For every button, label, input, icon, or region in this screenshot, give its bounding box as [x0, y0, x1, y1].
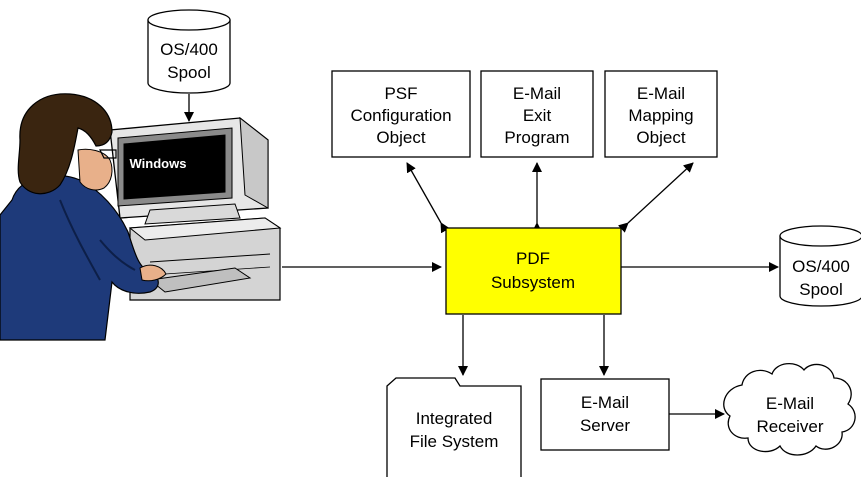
email-receiver-cloud: E-Mail Receiver — [723, 363, 856, 456]
receiver-line1: E-Mail — [766, 394, 814, 413]
mapping-line3: Object — [636, 128, 685, 147]
spool-right-line2: Spool — [799, 280, 842, 299]
server-line1: E-Mail — [581, 393, 629, 412]
exit-line3: Program — [504, 128, 569, 147]
server-line2: Server — [580, 416, 630, 435]
email-mapping-object-box: E-Mail Mapping Object — [604, 70, 718, 158]
mapping-line2: Mapping — [628, 106, 693, 125]
receiver-line2: Receiver — [756, 417, 823, 436]
psf-line3: Object — [376, 128, 425, 147]
spool-top-line1: OS/400 — [160, 40, 218, 59]
psf-line1: PSF — [384, 84, 417, 103]
psf-line2: Configuration — [350, 106, 451, 125]
arrow-mapping-pdf — [617, 162, 694, 233]
pdf-line2: Subsystem — [491, 273, 575, 292]
email-exit-program-box: E-Mail Exit Program — [480, 70, 594, 158]
exit-line1: E-Mail — [513, 84, 561, 103]
pdf-subsystem-box: PDF Subsystem — [445, 227, 622, 315]
integrated-file-system-folder: Integrated File System — [386, 377, 522, 477]
screen-windows-label: Windows — [130, 156, 187, 171]
spool-top-line2: Spool — [167, 63, 210, 82]
os400-spool-top: OS/400 Spool — [147, 9, 231, 94]
arrow-psf-pdf — [406, 162, 450, 234]
exit-line2: Exit — [523, 106, 552, 125]
spool-right-line1: OS/400 — [792, 257, 850, 276]
user-workstation-illustration: Windows — [0, 93, 282, 341]
ifs-line1: Integrated — [416, 409, 493, 428]
pdf-line1: PDF — [516, 249, 550, 268]
mapping-line1: E-Mail — [637, 84, 685, 103]
os400-spool-right: OS/400 Spool — [779, 225, 861, 307]
psf-configuration-object-box: PSF Configuration Object — [331, 70, 471, 158]
ifs-line2: File System — [410, 432, 499, 451]
pdf-subsystem-rect — [445, 227, 622, 315]
email-server-box: E-Mail Server — [540, 378, 670, 451]
